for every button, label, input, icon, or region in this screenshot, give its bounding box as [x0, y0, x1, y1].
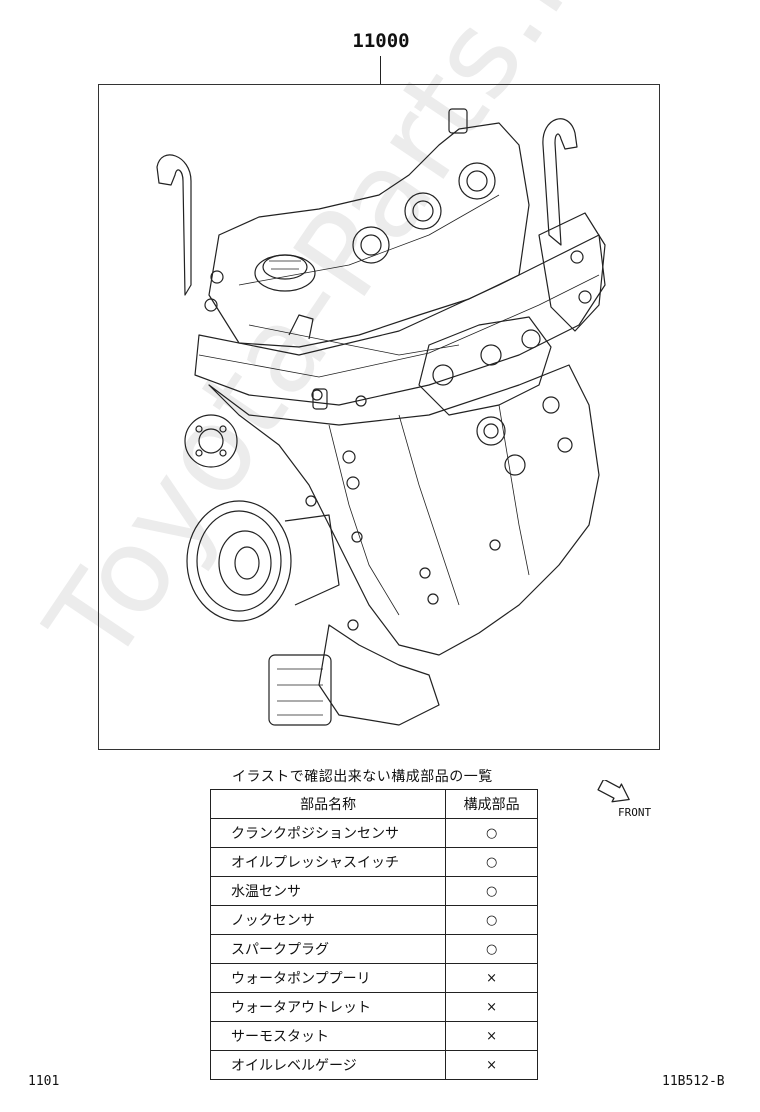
table-row: サーモスタット×: [209, 1021, 538, 1051]
included-mark-cell: ×: [445, 1050, 538, 1080]
table-header-row: 部品名称 構成部品: [209, 789, 538, 819]
front-direction-label: FRONT: [618, 806, 652, 819]
included-mark-cell: ○: [445, 934, 538, 964]
callout-leader-line: [380, 56, 381, 84]
included-mark-cell: ×: [445, 963, 538, 993]
part-name-cell: ウォータポンププーリ: [209, 963, 447, 993]
front-direction-arrow-icon: [597, 780, 630, 803]
table-row: オイルプレッシャスイッチ○: [209, 847, 538, 877]
part-name-cell: サーモスタット: [209, 1021, 447, 1051]
included-mark-cell: ×: [445, 992, 538, 1022]
ignition-coil-hole-1: [352, 226, 390, 264]
page-section-number: 1101: [28, 1074, 60, 1089]
lifting-hook-left: [156, 154, 192, 296]
part-name-cell: 水温センサ: [209, 876, 447, 906]
part-name-cell: クランクポジションセンサ: [209, 818, 447, 848]
column-header-part-name: 部品名称: [209, 789, 447, 819]
lifting-hook-right: [542, 118, 578, 246]
table-row: ウォータポンププーリ×: [209, 963, 538, 993]
column-header-included: 構成部品: [445, 789, 538, 819]
table-row: 水温センサ○: [209, 876, 538, 906]
diagram-reference-code: 11B512-B: [662, 1074, 725, 1089]
exhaust-manifold: [418, 316, 552, 416]
included-mark-cell: ○: [445, 847, 538, 877]
part-name-cell: スパークプラグ: [209, 934, 447, 964]
table-row: スパークプラグ○: [209, 934, 538, 964]
engine-assembly-illustration[interactable]: [99, 85, 659, 749]
part-number-callout[interactable]: 11000: [352, 30, 410, 52]
table-row: ノックセンサ○: [209, 905, 538, 935]
crankshaft-pulley: [186, 500, 292, 622]
part-name-cell: オイルレベルゲージ: [209, 1050, 447, 1080]
table-row: ウォータアウトレット×: [209, 992, 538, 1022]
part-name-cell: ウォータアウトレット: [209, 992, 447, 1022]
ignition-coil-hole-3: [458, 162, 496, 200]
valve-cover: [208, 122, 530, 348]
part-name-cell: ノックセンサ: [209, 905, 447, 935]
components-table: 部品名称 構成部品 クランクポジションセンサ○ オイルプレッシャスイッチ○ 水温…: [209, 789, 538, 1080]
included-mark-cell: ×: [445, 1021, 538, 1051]
ignition-coil-hole-2: [404, 192, 442, 230]
table-row: オイルレベルゲージ×: [209, 1050, 538, 1080]
table-row: クランクポジションセンサ○: [209, 818, 538, 848]
engine-mount-bracket: [538, 212, 606, 332]
water-pump: [184, 414, 238, 468]
part-name-cell: オイルプレッシャスイッチ: [209, 847, 447, 877]
included-mark-cell: ○: [445, 876, 538, 906]
oil-pan: [318, 624, 440, 726]
included-mark-cell: ○: [445, 818, 538, 848]
oil-filter: [268, 654, 332, 726]
illustration-frame: [98, 84, 660, 750]
cylinder-head: [194, 234, 606, 406]
components-table-caption: イラストで確認出来ない構成部品の一覧: [232, 769, 493, 785]
included-mark-cell: ○: [445, 905, 538, 935]
